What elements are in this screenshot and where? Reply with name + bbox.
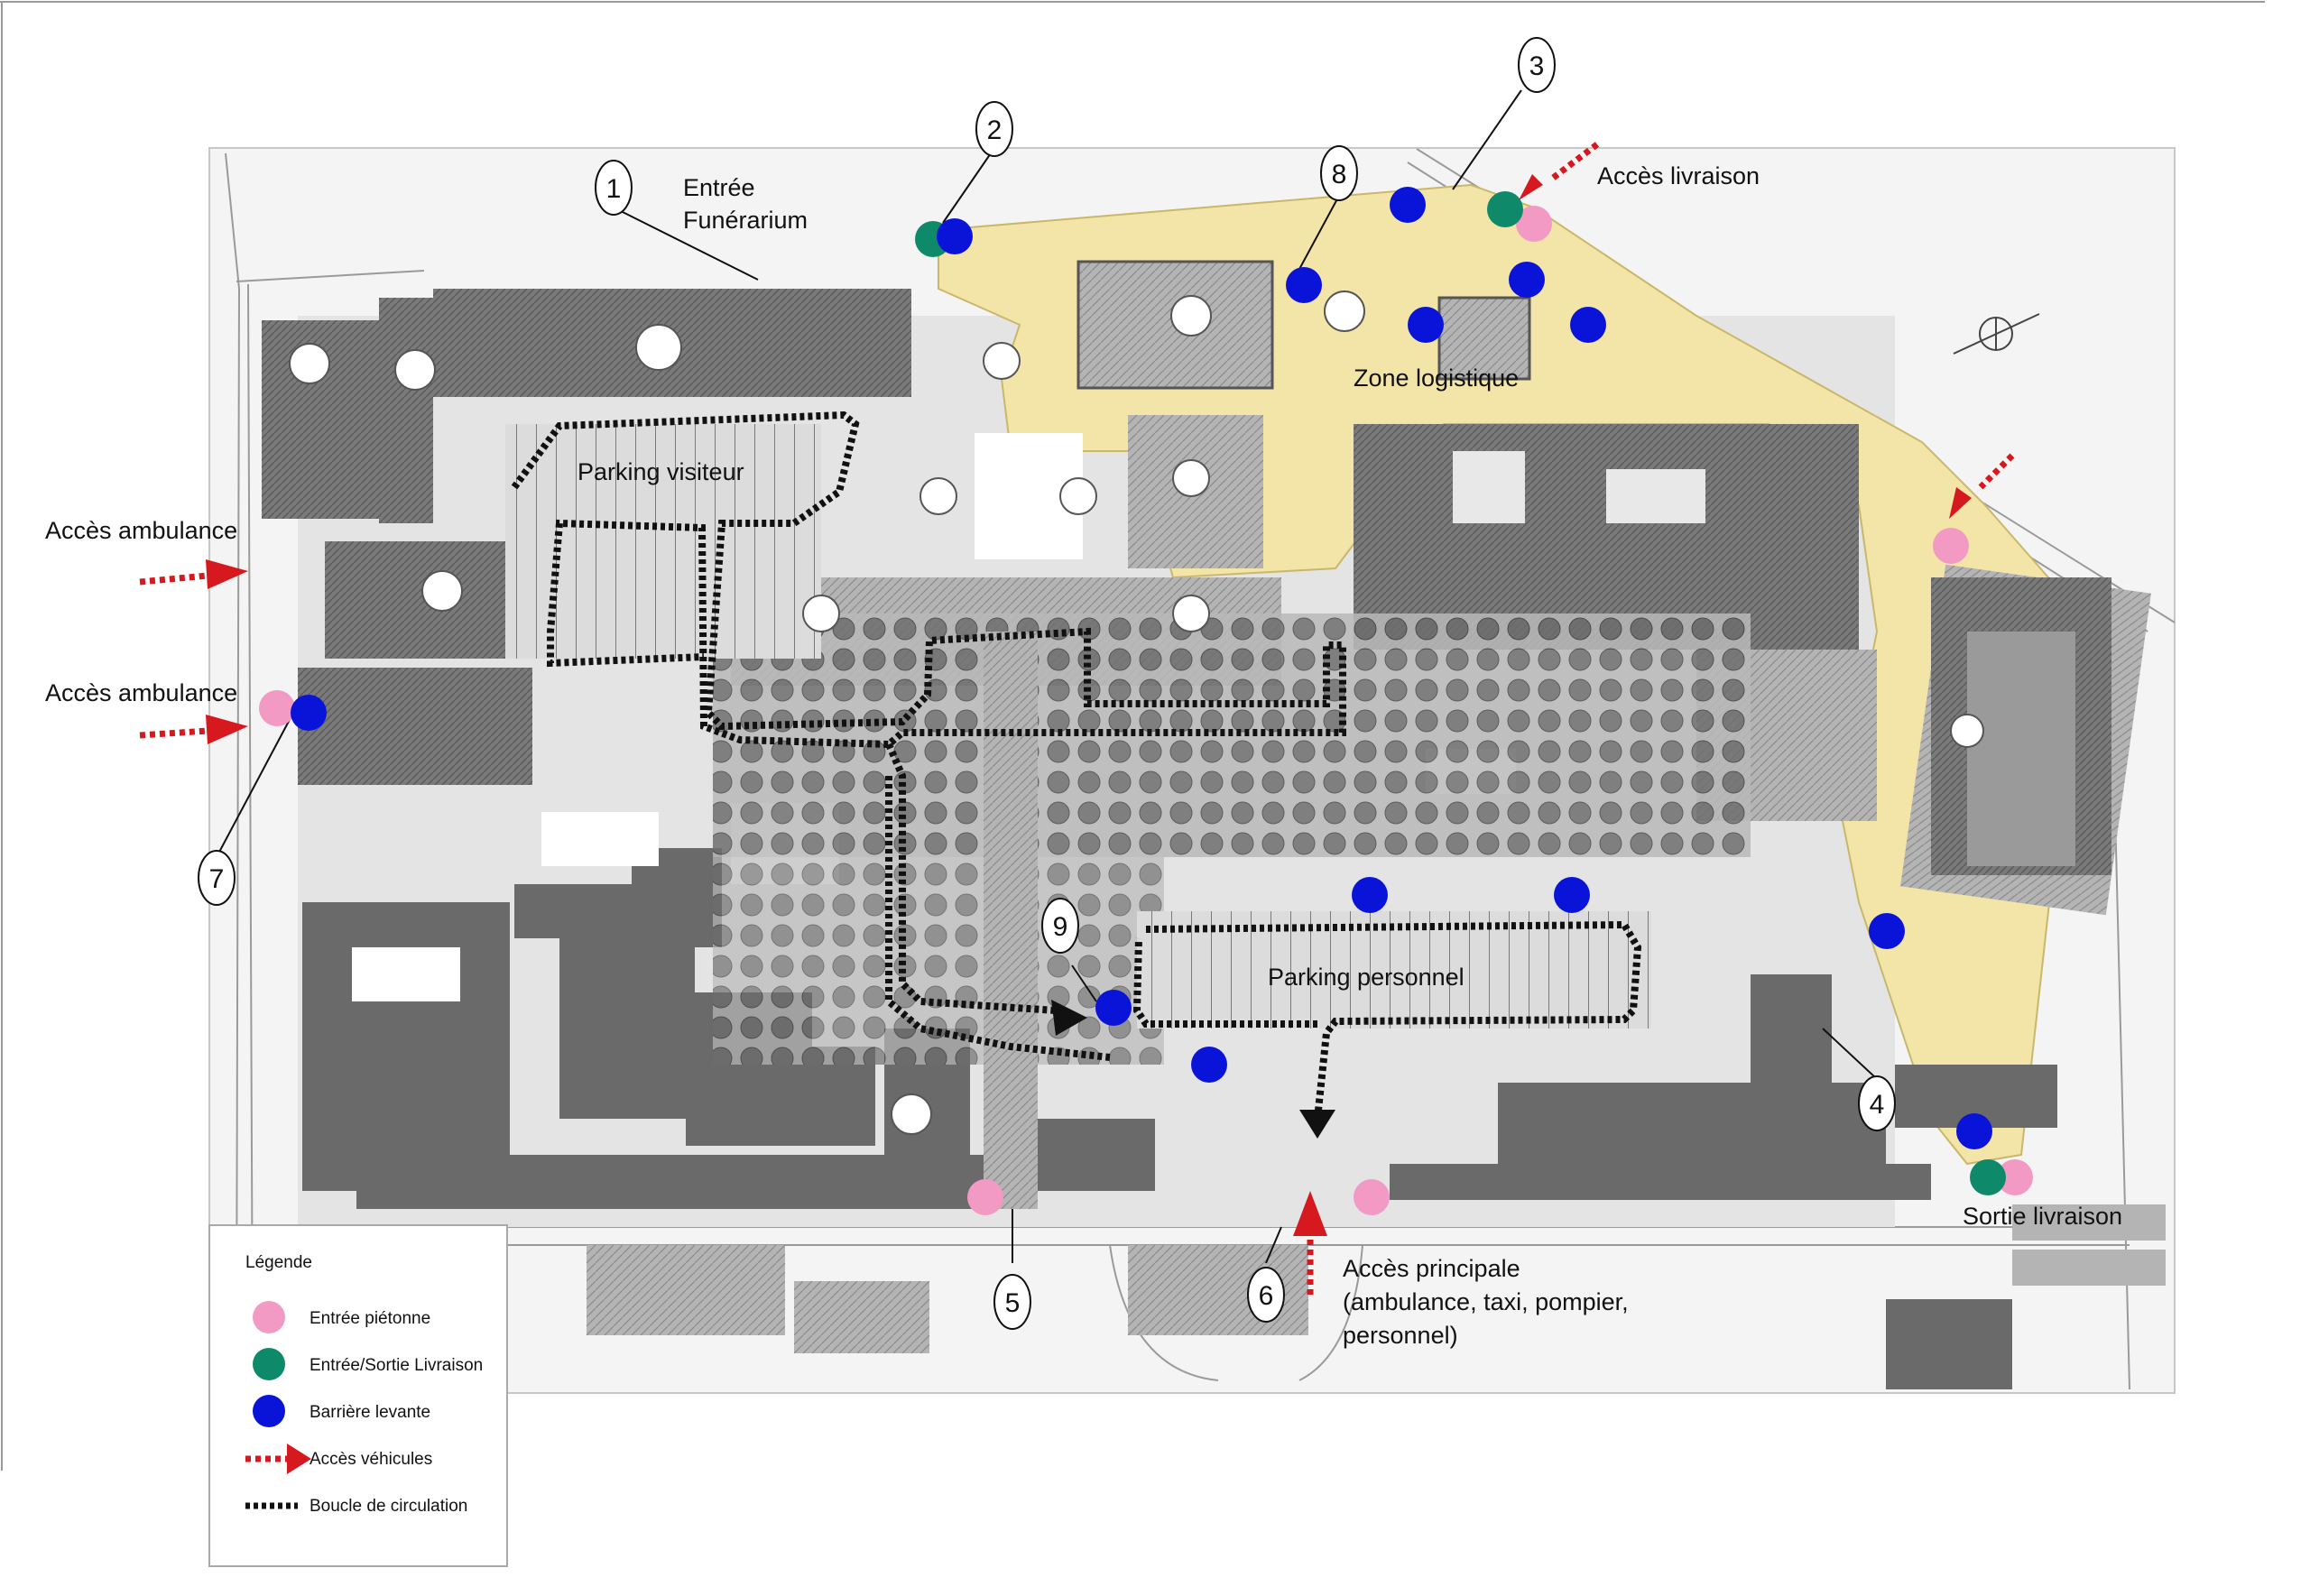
vehicle-access-arrow-ambulance-1 xyxy=(139,559,248,589)
legend-title: Légende xyxy=(245,1253,312,1272)
pedestrian-entry-dot xyxy=(1354,1179,1390,1215)
label-acces-principale-line3: personnel) xyxy=(1343,1322,1458,1349)
marker-1: 1 xyxy=(595,160,633,216)
vehicle-access-arrow-ambulance-2 xyxy=(139,715,248,744)
roof-domes xyxy=(289,291,1984,1135)
pedestrian-entries xyxy=(259,206,2033,1215)
legend-pink-dot xyxy=(253,1301,285,1333)
vehicle-access-arrow-delivery xyxy=(1519,142,1600,200)
barrier-dot xyxy=(1191,1047,1227,1083)
leader-lines xyxy=(216,89,1877,1264)
marker-2-label: 2 xyxy=(987,115,1003,145)
marker-9-label: 9 xyxy=(1053,912,1068,942)
barrier-dot xyxy=(291,695,327,731)
marker-7: 7 xyxy=(198,850,236,906)
pedestrian-entry-dot xyxy=(1516,206,1552,242)
label-acces-livraison: Accès livraison xyxy=(1597,162,1760,189)
barrier-dot xyxy=(1095,990,1132,1026)
north-arrow-icon xyxy=(1953,313,2040,355)
label-acces-ambulance-1: Accès ambulance xyxy=(45,517,237,544)
barrier-dot xyxy=(1352,877,1388,913)
map-labels: Entrée Funérarium Accès livraison Zone l… xyxy=(45,162,2122,1349)
barrier-dot xyxy=(1408,307,1444,343)
marker-6-label: 6 xyxy=(1259,1281,1274,1311)
barrier-dot xyxy=(1869,913,1905,949)
barrier-dot xyxy=(937,218,973,254)
marker-7-label: 7 xyxy=(209,864,225,894)
loop-arrowhead-south xyxy=(1299,1110,1335,1139)
buildings xyxy=(262,260,2166,1389)
central-walkway xyxy=(984,632,1038,1209)
visitor-parking-loop xyxy=(511,411,1346,749)
label-acces-ambulance-2: Accès ambulance xyxy=(45,679,237,706)
delivery-point-dot xyxy=(1970,1159,2006,1195)
delivery-point-dot xyxy=(1487,191,1523,227)
loop-arrowhead-east xyxy=(1051,1000,1087,1036)
barrier-dot xyxy=(1554,877,1590,913)
exit-road-loop xyxy=(885,776,1111,1061)
label-zone-logistique: Zone logistique xyxy=(1354,364,1519,392)
barrier-dot xyxy=(1570,307,1606,343)
legend-item-label: Barrière levante xyxy=(310,1403,430,1422)
barrier-dot xyxy=(1956,1113,1992,1149)
pedestrian-entry-dot xyxy=(259,690,295,726)
circulation-loops xyxy=(511,411,1642,1120)
marker-5: 5 xyxy=(993,1274,1031,1330)
marker-1-label: 1 xyxy=(606,174,622,204)
label-parking-personnel: Parking personnel xyxy=(1268,964,1465,991)
barrier-dot xyxy=(1286,267,1322,303)
label-acces-principale-line1: Accès principale xyxy=(1343,1255,1520,1282)
marker-3-label: 3 xyxy=(1529,51,1545,81)
label-acces-principale-line2: (ambulance, taxi, pompier, xyxy=(1343,1288,1629,1315)
marker-5-label: 5 xyxy=(1005,1288,1021,1318)
legend-item-label: Boucle de circulation xyxy=(310,1497,467,1516)
pedestrian-entry-dot xyxy=(967,1179,1003,1215)
legend-blue-dot xyxy=(253,1395,285,1427)
barrier-dot xyxy=(1390,187,1426,223)
numbered-markers: 1 2 3 4 5 6 7 8 9 xyxy=(198,37,1896,1330)
vehicle-access-arrow-main xyxy=(1293,1191,1327,1295)
legend-item-label: Accès véhicules xyxy=(310,1450,432,1469)
label-entree-funerarium-line2: Funérarium xyxy=(683,207,808,234)
pedestrian-entry-dot xyxy=(1933,528,1969,564)
marker-4: 4 xyxy=(1858,1075,1896,1131)
pedestrian-entry-dot xyxy=(1997,1159,2033,1195)
barriers xyxy=(291,187,1992,1149)
label-sortie-livraison: Sortie livraison xyxy=(1963,1203,2122,1230)
marker-2: 2 xyxy=(975,101,1013,157)
staff-parking-loop xyxy=(1132,920,1642,1120)
legend-item-label: Entrée/Sortie Livraison xyxy=(310,1356,483,1375)
legend: Légende Entrée piétonne Entrée/Sortie Li… xyxy=(208,1224,508,1567)
marker-9: 9 xyxy=(1041,898,1079,954)
marker-6: 6 xyxy=(1247,1267,1285,1323)
legend-item-label: Entrée piétonne xyxy=(310,1309,430,1328)
legend-box xyxy=(208,1224,508,1567)
barrier-dot xyxy=(1509,262,1545,298)
marker-3: 3 xyxy=(1518,37,1556,93)
access-road-loop xyxy=(885,743,1057,1014)
vehicle-access-arrows xyxy=(139,142,2015,1295)
marker-8-label: 8 xyxy=(1332,160,1347,189)
legend-red-arrow-head xyxy=(287,1444,311,1474)
vehicle-access-arrow-east xyxy=(1949,453,2015,519)
label-entree-funerarium-line1: Entrée xyxy=(683,174,755,201)
marker-4-label: 4 xyxy=(1870,1090,1885,1120)
marker-8: 8 xyxy=(1320,145,1358,201)
legend-green-dot xyxy=(253,1348,285,1380)
label-parking-visiteur: Parking visiteur xyxy=(578,458,744,485)
